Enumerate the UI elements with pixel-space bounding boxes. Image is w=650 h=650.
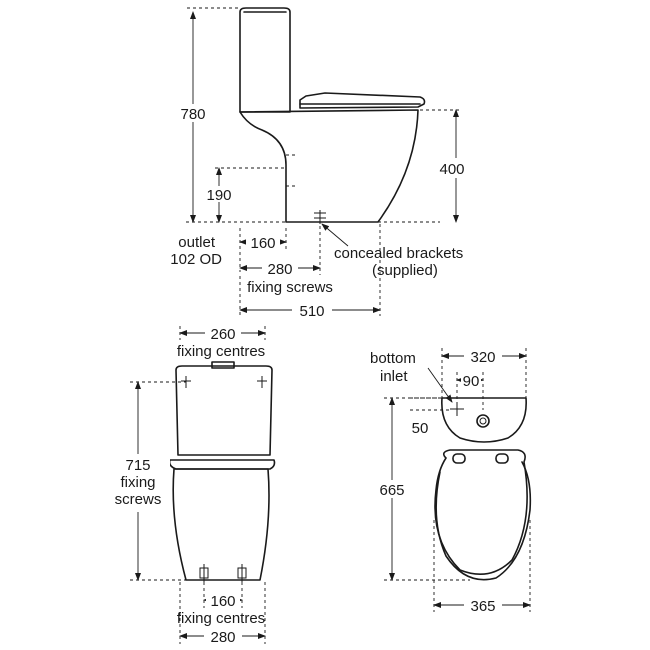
plan-inlet-offset: 90 (463, 373, 480, 390)
side-outlet-height: 190 (206, 187, 231, 204)
seat-hinge-icon (452, 453, 509, 464)
side-overall-height: 780 (180, 106, 205, 123)
plan-inlet-label-1: bottom (370, 350, 416, 367)
side-seat-height: 400 (439, 161, 464, 178)
plan-inlet-depth: 50 (412, 420, 429, 437)
front-pan-outline (172, 468, 270, 581)
side-cistern-outline (239, 7, 291, 113)
side-outlet-label-2: 102 OD (170, 251, 222, 268)
flush-button-icon (476, 414, 490, 428)
base-fixing-screws-icon (199, 564, 247, 582)
plan-cistern-width: 320 (470, 349, 495, 366)
front-bottom-fixing: 160 (210, 593, 235, 610)
front-cistern-outline (175, 365, 273, 456)
side-pan-outline (239, 109, 419, 223)
front-top-fixing: 260 (210, 326, 235, 343)
front-height-label-2: screws (115, 491, 162, 508)
plan-view: bottom inlet 320 90 50 (370, 348, 532, 615)
front-top-fixing-label: fixing centres (177, 343, 265, 360)
bottom-inlet-icon (450, 402, 464, 416)
front-view: 260 fixing centres 715 fixing screws (106, 325, 276, 646)
plan-inlet-label-2: inlet (380, 368, 408, 385)
plan-cistern-outline (441, 397, 527, 443)
plan-seat-outline (434, 449, 528, 576)
plan-overall-length: 665 (379, 482, 404, 499)
front-seat-outline (168, 459, 276, 470)
front-bottom-fixing-label: fixing centres (177, 610, 265, 627)
cistern-fixing-screws-icon (181, 376, 267, 388)
side-seat-outline (299, 92, 426, 109)
side-fixing-label: fixing screws (247, 279, 333, 296)
side-overall-depth: 510 (299, 303, 324, 320)
plan-pan-width: 365 (470, 598, 495, 615)
side-brackets-label-1: concealed brackets (334, 245, 463, 262)
front-base-width: 280 (210, 629, 235, 646)
side-outlet-label-1: outlet (178, 234, 216, 251)
side-fixing-distance: 280 (267, 261, 292, 278)
side-view: 780 190 400 outlet 102 OD 160 280 fixing… (170, 7, 476, 320)
front-height-label-1: fixing (120, 474, 155, 491)
front-height-value: 715 (125, 457, 150, 474)
side-brackets-label-2: (supplied) (372, 262, 438, 279)
side-outlet-distance: 160 (250, 235, 275, 252)
